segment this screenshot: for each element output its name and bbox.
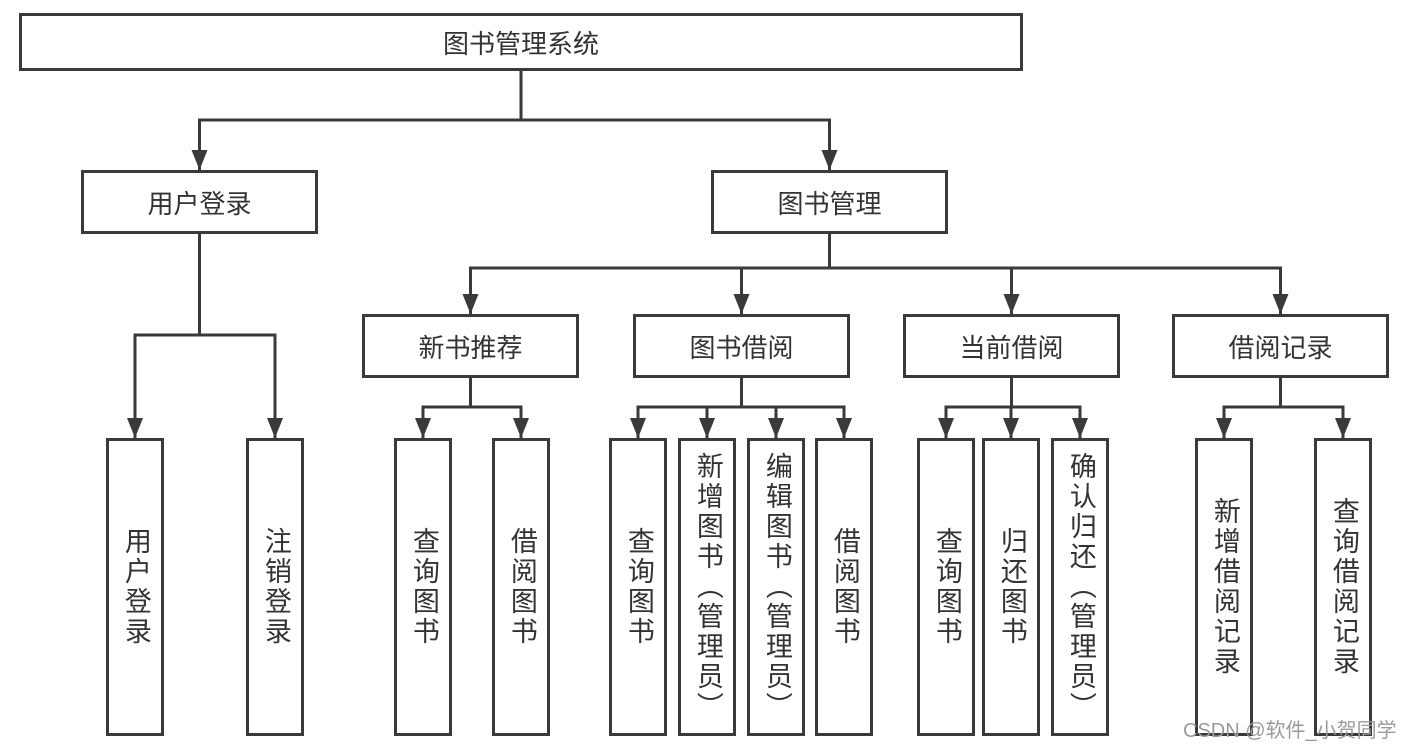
leaf-current-query-books: 查询图书: [917, 438, 975, 736]
leaf-return-books-label: 归还图书: [996, 527, 1027, 647]
leaf-add-books-admin: 新增图书（管理员）: [678, 438, 736, 736]
node-root: 图书管理系统: [19, 13, 1023, 71]
node-book-borrowing: 图书借阅: [633, 314, 850, 378]
node-book-borrowing-label: 图书借阅: [689, 332, 794, 363]
leaf-add-borrow-record: 新增借阅记录: [1195, 438, 1253, 736]
leaf-recommend-query-books-label: 查询图书: [408, 527, 439, 647]
leaf-logout-label: 注销登录: [260, 527, 291, 647]
node-new-book-recommend: 新书推荐: [362, 314, 579, 378]
leaf-borrowing-query-books-label: 查询图书: [623, 527, 654, 647]
node-user-login-label: 用户登录: [147, 188, 252, 219]
leaf-query-borrow-record: 查询借阅记录: [1314, 438, 1372, 736]
node-borrowing-records-label: 借阅记录: [1228, 332, 1333, 363]
leaf-confirm-return-admin-label: 确认归还（管理员）: [1065, 452, 1096, 722]
node-book-management-label: 图书管理: [777, 188, 882, 219]
leaf-borrow-books: 借阅图书: [815, 438, 873, 736]
node-user-login: 用户登录: [81, 170, 318, 234]
leaf-recommend-borrow-books: 借阅图书: [492, 438, 550, 736]
node-root-label: 图书管理系统: [442, 28, 599, 59]
node-new-book-recommend-label: 新书推荐: [418, 332, 523, 363]
leaf-query-borrow-record-label: 查询借阅记录: [1328, 497, 1359, 677]
leaf-logout: 注销登录: [246, 438, 304, 736]
leaf-confirm-return-admin: 确认归还（管理员）: [1051, 438, 1109, 736]
leaf-add-books-admin-label: 新增图书（管理员）: [692, 452, 723, 722]
node-current-borrowing: 当前借阅: [903, 314, 1120, 378]
node-borrowing-records: 借阅记录: [1172, 314, 1389, 378]
leaf-add-borrow-record-label: 新增借阅记录: [1209, 497, 1240, 677]
leaf-borrowing-query-books: 查询图书: [609, 438, 667, 736]
leaf-recommend-query-books: 查询图书: [394, 438, 452, 736]
leaf-return-books: 归还图书: [982, 438, 1040, 736]
leaf-user-login: 用户登录: [106, 438, 164, 736]
csdn-watermark: CSDN @软件_小贺同学: [1183, 720, 1397, 742]
leaf-borrow-books-label: 借阅图书: [829, 527, 860, 647]
leaf-edit-books-admin: 编辑图书（管理员）: [747, 438, 805, 736]
leaf-recommend-borrow-books-label: 借阅图书: [506, 527, 537, 647]
node-book-management: 图书管理: [711, 170, 948, 234]
leaf-user-login-label: 用户登录: [120, 527, 151, 647]
leaf-current-query-books-label: 查询图书: [931, 527, 962, 647]
node-current-borrowing-label: 当前借阅: [959, 332, 1064, 363]
leaf-edit-books-admin-label: 编辑图书（管理员）: [761, 452, 792, 722]
